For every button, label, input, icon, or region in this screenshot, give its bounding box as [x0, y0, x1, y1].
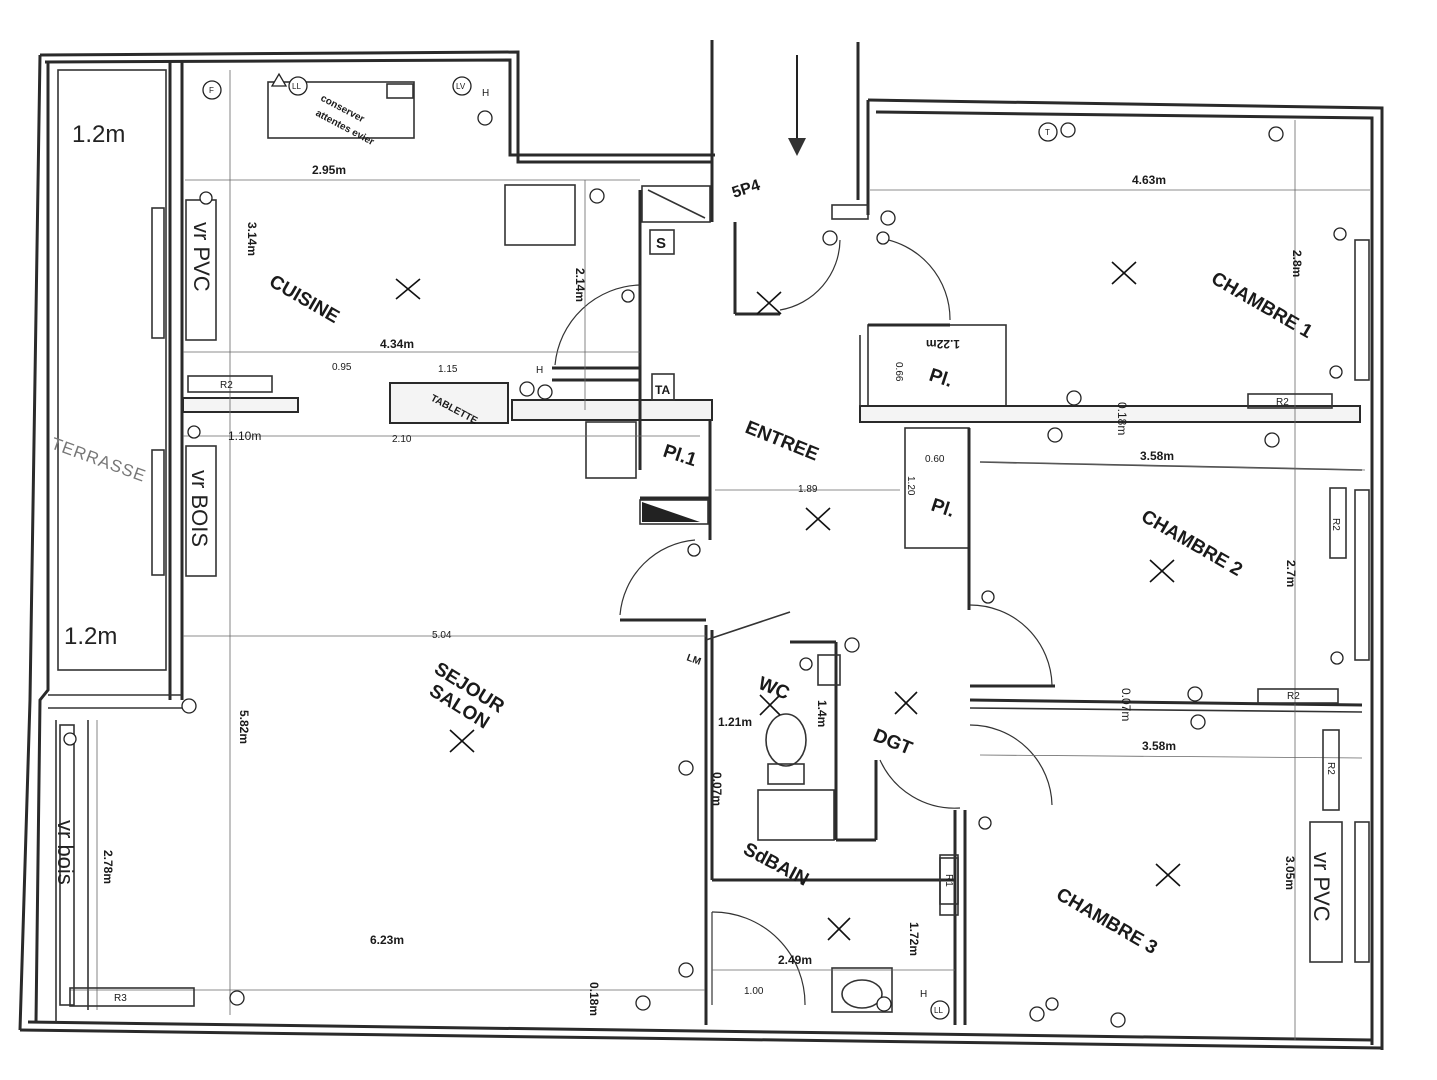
- dim-label: 1.15: [438, 364, 458, 375]
- label-ta-box: TA: [655, 383, 670, 397]
- entry-arrow-icon: [788, 55, 806, 156]
- dim-label: 1.00: [744, 986, 764, 997]
- label-sock-h-a: H: [482, 88, 489, 99]
- dim-label: 1.10m: [228, 429, 261, 443]
- room-label-pl1: Pl.1: [660, 441, 699, 472]
- label-sock-lv: LV: [456, 82, 466, 91]
- label-r2-ch2a: R2: [1330, 518, 1341, 531]
- dim-label: 4.34m: [380, 337, 414, 351]
- label-vr-bois-low: vr bois: [53, 820, 78, 885]
- label-vr-pvc-left: vr PVC: [189, 222, 214, 292]
- label-terrace-bottom: 1.2m: [64, 623, 117, 650]
- room-label-entree: ENTREE: [742, 417, 821, 465]
- label-s-box: S: [656, 235, 666, 252]
- label-lm: LM: [685, 652, 702, 667]
- dim-label: 3.58m: [1142, 739, 1176, 753]
- dim-label: 0.95: [332, 362, 352, 373]
- label-r3: R3: [114, 993, 127, 1004]
- radiator-boxes: [69, 81, 1347, 1007]
- dim-label: 0.18m: [587, 982, 601, 1016]
- dim-label: 1.72m: [907, 922, 921, 956]
- dimension-lines: [70, 70, 1370, 1040]
- window-frames: [59, 199, 1370, 1006]
- label-sock-t: T: [1045, 128, 1050, 137]
- label-5p4: 5P4: [730, 177, 762, 202]
- label-sock-ll-b: LL: [934, 1006, 943, 1015]
- label-sock-h-b: H: [536, 365, 543, 376]
- dim-label: 2.49m: [778, 953, 812, 967]
- label-vr-bois-mid: vr BOIS: [187, 470, 212, 547]
- label-r2-ch1: R2: [1276, 397, 1289, 408]
- dim-label: 4.63m: [1132, 173, 1166, 187]
- dim-label: 0.07m: [710, 772, 724, 806]
- dim-label: 2.8m: [1290, 250, 1304, 277]
- dim-label: 0.60: [925, 454, 945, 465]
- interior-walls: [182, 185, 1363, 1025]
- room-label-chambre1: CHAMBRE 1: [1208, 268, 1317, 343]
- label-r2-ch2b: R2: [1287, 691, 1300, 702]
- dim-label: 2.14m: [573, 268, 587, 302]
- dim-label: 5.04: [432, 630, 452, 641]
- dim-label: 0.66: [893, 362, 904, 382]
- dim-label: 2.7m: [1284, 560, 1298, 587]
- dim-label: 2.78m: [101, 850, 115, 884]
- dim-label: 5.82m: [237, 710, 251, 744]
- room-label-wc: WC: [755, 673, 792, 704]
- power-sockets: [63, 110, 1347, 1028]
- label-r2-ch3: R2: [1325, 762, 1336, 775]
- dim-label: 6.23m: [370, 933, 404, 947]
- room-label-chambre3: CHAMBRE 3: [1053, 884, 1161, 959]
- light-points: [395, 261, 1181, 941]
- dim-label: 3.14m: [245, 222, 259, 256]
- room-label-cuisine: CUISINE: [266, 271, 343, 328]
- dim-label: 3.58m: [1140, 449, 1174, 463]
- dim-label: 0.07m: [1119, 688, 1133, 721]
- room-label-terrasse: TERRASSE: [49, 434, 149, 486]
- dim-label: 1.22m: [926, 337, 960, 351]
- room-label-pl-a: Pl.: [926, 365, 955, 392]
- label-sock-ll-a: LL: [292, 82, 301, 91]
- label-vr-pvc-right: vr PVC: [1309, 852, 1334, 922]
- label-r2-kitchen: R2: [220, 380, 233, 391]
- room-label-chambre2: CHAMBRE 2: [1138, 506, 1246, 581]
- outer-walls: [18, 40, 1384, 1050]
- room-label-sdbain: SdBAIN: [740, 839, 812, 891]
- label-terrace-top: 1.2m: [72, 121, 125, 148]
- label-r1: R1: [943, 874, 954, 887]
- room-label-dgt: DGT: [870, 725, 915, 760]
- room-label-pl-b: Pl.: [928, 495, 957, 522]
- room-labels: CUISINE SEJOUR SALON ENTREE CHAMBRE 1 CH…: [49, 268, 1317, 959]
- dim-label: 2.10: [392, 434, 412, 445]
- dim-label: 2.95m: [312, 163, 346, 177]
- dim-label: 3.05m: [1283, 856, 1297, 890]
- dim-label: 1.20: [905, 476, 916, 496]
- label-sock-f: F: [209, 86, 214, 95]
- dim-label: 1.4m: [815, 700, 829, 727]
- dim-label: 1.21m: [718, 715, 752, 729]
- dimension-labels: 2.95m 3.14m 2.14m 4.34m 0.95 1.15 2.10 1…: [101, 163, 1304, 1016]
- dim-label: 1.89: [798, 484, 818, 495]
- label-sock-h-c: H: [920, 989, 927, 1000]
- dim-label: 0.18m: [1115, 402, 1129, 435]
